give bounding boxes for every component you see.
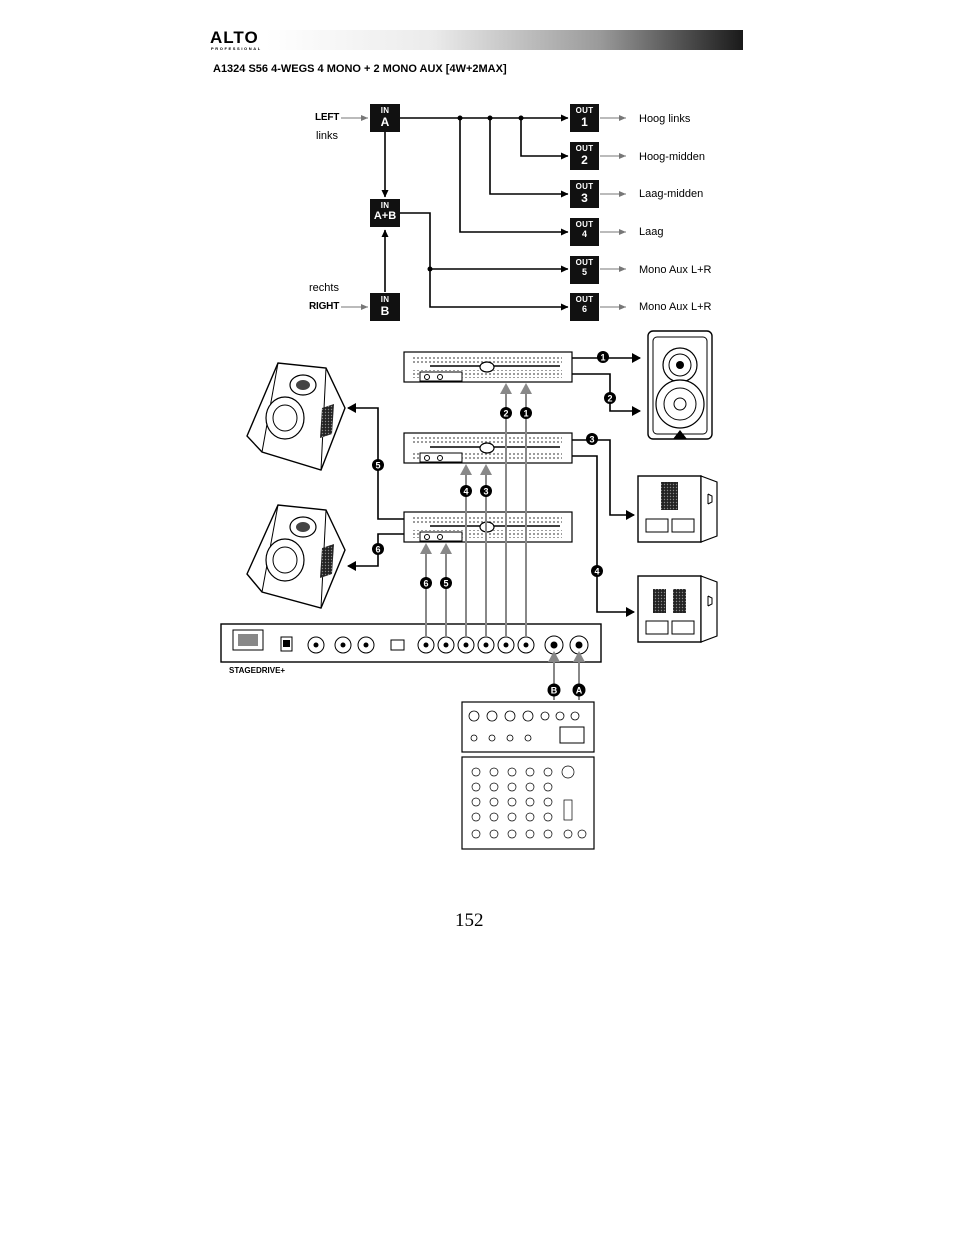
right-input-tag: RIGHT: [309, 301, 340, 312]
svg-text:6: 6: [423, 579, 428, 589]
a-to-out4-line: [459, 118, 569, 236]
left-input-tag: LEFT: [315, 112, 340, 123]
badge-input-6: 6: [420, 577, 432, 589]
page-number: 152: [455, 910, 484, 931]
svg-text:1: 1: [523, 409, 528, 419]
subwoofer-2: [637, 575, 718, 643]
svg-text:1: 1: [600, 353, 605, 363]
badge-input-3: 3: [480, 485, 492, 497]
svg-text:4: 4: [463, 487, 468, 497]
speaker-top-right: [647, 330, 713, 440]
amplifier-3: [403, 511, 573, 543]
stagedrive-label: STAGEDRIVE+: [229, 666, 286, 675]
badge-input-2: 2: [500, 407, 512, 419]
monitor-lower: [246, 504, 346, 609]
section-title: A1324 S56 4-WEGS 4 MONO + 2 MONO AUX [4W…: [213, 63, 507, 75]
badge-input-4: 4: [460, 485, 472, 497]
out-3-label: Laag-midden: [639, 188, 704, 200]
alto-logo: ALTO PROFESSIONAL: [210, 29, 268, 51]
subwoofer-1: [637, 475, 718, 543]
svg-text:A: A: [576, 686, 583, 696]
badge-input-1: 1: [520, 407, 532, 419]
svg-text:5: 5: [443, 579, 448, 589]
out-2-label: Hoog-midden: [639, 151, 706, 163]
ab-to-out6-line: [400, 212, 569, 311]
svg-text:3: 3: [483, 487, 488, 497]
stagedrive-unit: [220, 623, 602, 663]
badge-5: 5: [372, 459, 384, 471]
a-to-out2-line: [520, 118, 569, 160]
svg-text:6: 6: [375, 545, 380, 555]
routing-lines: [341, 114, 626, 311]
svg-text:2: 2: [607, 394, 612, 404]
logo-subtitle: PROFESSIONAL: [211, 46, 262, 51]
out-1-label: Hoog links: [639, 113, 691, 125]
svg-text:3: 3: [589, 435, 594, 445]
badge-input-5: 5: [440, 577, 452, 589]
mixer: [461, 701, 595, 850]
a-to-out3-line: [489, 118, 569, 198]
amplifier-1: [403, 351, 573, 383]
badge-2: 2: [604, 392, 616, 404]
badge-b: B: [547, 683, 561, 697]
svg-text:5: 5: [375, 461, 380, 471]
monitor-upper: [246, 362, 346, 471]
badge-4: 4: [591, 565, 603, 577]
out-6-label: Mono Aux L+R: [639, 301, 712, 313]
out-5-label: Mono Aux L+R: [639, 264, 712, 276]
badge-1: 1: [597, 351, 609, 363]
svg-text:4: 4: [594, 567, 599, 577]
right-input-label: rechts: [309, 282, 339, 294]
badge-a: A: [572, 683, 586, 697]
out-4-label: Laag: [639, 226, 664, 238]
badge-6: 6: [372, 543, 384, 555]
header-gradient-bar: [266, 30, 743, 50]
svg-text:B: B: [551, 686, 558, 696]
wiring-diagram: 1 2 3 4 5 6 2 1 4 3 6 5 A B: [220, 330, 718, 850]
left-input-label: links: [316, 130, 339, 142]
badge-3: 3: [586, 433, 598, 445]
svg-text:2: 2: [503, 409, 508, 419]
logo-brand: ALTO: [210, 28, 259, 47]
amplifier-2: [403, 432, 573, 464]
